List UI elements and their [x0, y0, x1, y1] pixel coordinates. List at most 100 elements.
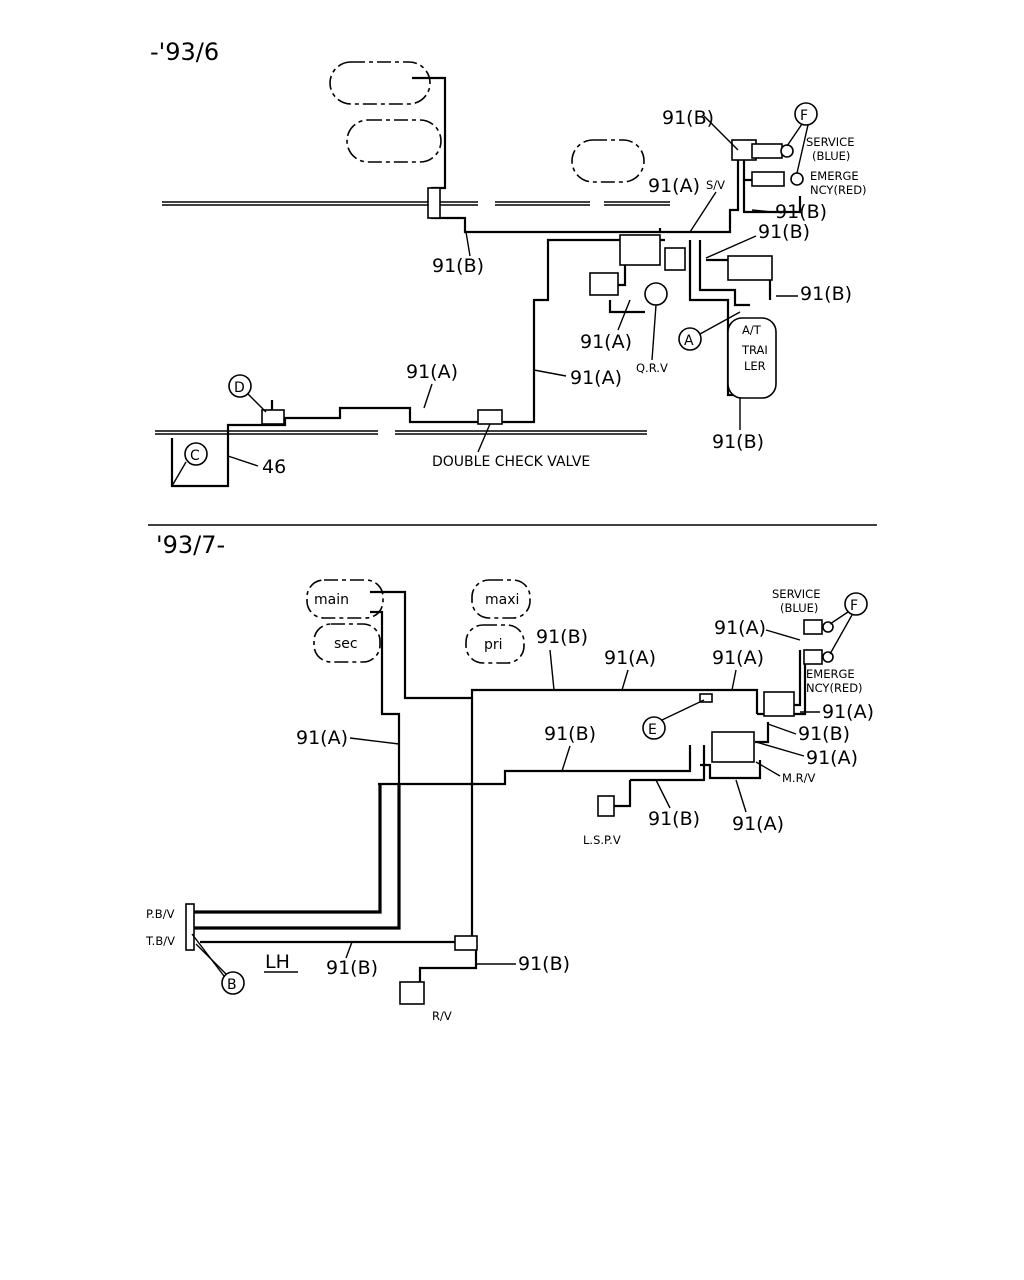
- pipe-mrv: [700, 760, 762, 780]
- emergency-head-b: [822, 651, 834, 663]
- label-service-color-b: (BLUE): [780, 601, 818, 615]
- label-91a-sv: 91(A): [648, 175, 700, 197]
- section-top: -'93/6: [150, 38, 867, 488]
- label-service-color: (BLUE): [812, 149, 850, 163]
- label-91b-right: 91(B): [800, 283, 852, 305]
- label-qrv: Q.R.V: [636, 361, 668, 375]
- pipe-lspv-2: [630, 745, 706, 782]
- fitting-d: [261, 409, 285, 425]
- lspv-valve: [597, 795, 615, 817]
- double-check-valve: [477, 409, 503, 425]
- tee-e: [699, 693, 713, 703]
- label-pbv: P.B/V: [146, 907, 175, 921]
- label-tank-a: A/T: [742, 323, 762, 337]
- emergency-coupler-b: [803, 649, 823, 665]
- pipe-91a-main: [490, 238, 665, 424]
- label-91a-top-b: 91(A): [714, 617, 766, 639]
- callout-c-circle: [184, 442, 208, 466]
- emergency-coupler: [751, 171, 785, 187]
- callout-f: F: [800, 108, 808, 124]
- label-service: SERVICE: [806, 135, 854, 149]
- label-emergency-2: NCY(RED): [810, 183, 867, 197]
- double-relay-valve: [727, 255, 773, 281]
- label-rv: R/V: [432, 1009, 452, 1023]
- section-top-title: -'93/6: [150, 38, 219, 66]
- rv-valve: [399, 981, 425, 1005]
- trailer-air-tank: [727, 317, 777, 399]
- tank-maxi-label: maxi: [485, 592, 519, 608]
- tank-maxi: [471, 579, 531, 619]
- leader-double-check: [477, 423, 491, 453]
- callout-e-circle: [642, 716, 666, 740]
- service-coupler-b: [803, 619, 823, 635]
- leader-callout-f-b-1: [829, 611, 849, 625]
- leader-91a-vert: [533, 369, 567, 377]
- service-head: [780, 144, 794, 158]
- leader-91b-left: [465, 231, 471, 257]
- leader-91b-r2: [767, 723, 797, 735]
- label-emergency: EMERGE: [810, 169, 859, 183]
- label-91b-top-b: 91(B): [536, 626, 588, 648]
- leader-callout-e: [661, 699, 705, 721]
- label-91b-left: 91(B): [432, 255, 484, 277]
- label-tank-c: LER: [744, 359, 766, 373]
- label-lh: LH: [265, 951, 290, 973]
- leader-callout-f-b-2: [829, 614, 853, 655]
- leader-callout-b-1: [191, 933, 225, 977]
- leader-91b-mid-b: [561, 745, 571, 772]
- air-tank-2: [346, 119, 442, 163]
- leader-91b-e2: [705, 235, 757, 259]
- label-91b-rv: 91(B): [518, 953, 570, 975]
- label-91a-mid1: 91(A): [604, 647, 656, 669]
- emergency-head: [790, 172, 804, 186]
- tank-main-label: main: [314, 592, 349, 608]
- leader-91a-mid1: [621, 669, 629, 691]
- leader-callout-d: [247, 393, 267, 413]
- leader-qrv: [651, 304, 657, 361]
- leader-91b-top-b: [549, 649, 555, 691]
- label-91a-r1: 91(A): [822, 701, 874, 723]
- brake-valve: [185, 903, 195, 951]
- pipe-91b-coupler: [660, 150, 740, 234]
- callout-d-circle: [228, 374, 252, 398]
- leader-91a-qrv: [617, 299, 631, 331]
- leader-91a-top-b: [765, 629, 801, 641]
- pipe-91b-low: [200, 784, 474, 944]
- leader-91b-lspv: [655, 779, 671, 809]
- leader-91a-bot: [735, 779, 747, 813]
- pipe-mrv-link: [755, 722, 770, 744]
- double-relay-valve-b: [763, 691, 795, 717]
- mrv-valve: [711, 731, 755, 763]
- label-91b-top: 91(B): [662, 107, 714, 129]
- air-tank-1: [329, 61, 431, 105]
- callout-b-circle: [221, 971, 245, 995]
- label-tank-b: TRAI: [741, 343, 768, 357]
- callout-f-b-circle: [844, 592, 868, 616]
- leader-91a-mid: [423, 383, 433, 409]
- pipe-main-to-valve: [370, 590, 759, 714]
- label-91a-qrv: 91(A): [580, 331, 632, 353]
- tank-sec-label: sec: [334, 636, 358, 652]
- tank-sec: [313, 623, 381, 663]
- callout-e: E: [648, 722, 657, 738]
- leader-mrv: [755, 761, 781, 777]
- label-91a-bot: 91(A): [732, 813, 784, 835]
- label-sv: S/V: [706, 178, 725, 192]
- qrv-valve: [644, 282, 668, 306]
- label-91b-low: 91(B): [326, 957, 378, 979]
- pipe-pbv-2: [190, 784, 382, 914]
- sv-valve: [664, 247, 686, 271]
- pipe-relay: [698, 240, 750, 307]
- pipe-pbv: [190, 784, 401, 930]
- leader-callout-a: [699, 311, 741, 335]
- label-emergency-b: EMERGE: [806, 667, 855, 681]
- leader-91b-top: [703, 115, 739, 151]
- tank-pri: [465, 624, 525, 664]
- callout-f-b: F: [850, 598, 858, 614]
- pipe-91a-rear: [170, 406, 490, 488]
- label-double-check-valve: DOUBLE CHECK VALVE: [432, 454, 590, 470]
- label-46: 46: [262, 456, 286, 478]
- label-91b-r2: 91(B): [798, 723, 850, 745]
- label-91a-left-b: 91(A): [296, 727, 348, 749]
